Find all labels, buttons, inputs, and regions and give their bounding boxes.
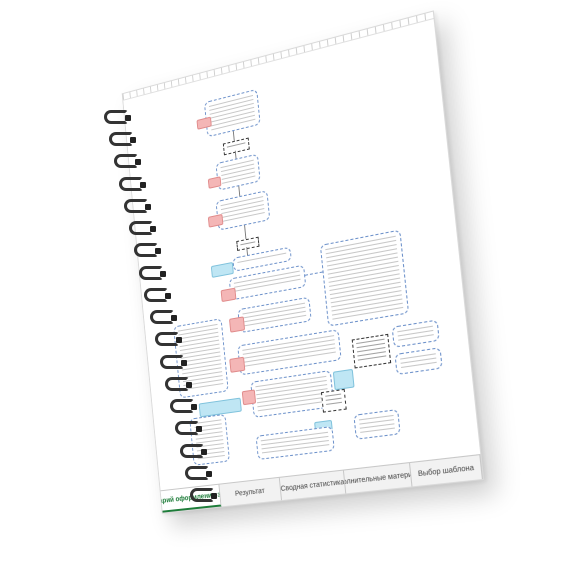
spiral-ring bbox=[119, 176, 147, 191]
column-ruler bbox=[122, 11, 434, 101]
spiral-ring bbox=[124, 198, 152, 213]
red-tag bbox=[229, 356, 246, 373]
decision-box bbox=[320, 388, 347, 413]
decision-box bbox=[236, 236, 260, 251]
connector-line bbox=[305, 271, 323, 276]
process-box bbox=[215, 190, 271, 231]
spiral-ring bbox=[134, 243, 162, 258]
spiral-ring bbox=[114, 154, 142, 169]
process-box bbox=[353, 408, 401, 440]
connector-line bbox=[232, 130, 235, 142]
spiral-ring bbox=[154, 332, 182, 347]
spiral-ring bbox=[179, 443, 207, 458]
notes-panel bbox=[319, 229, 410, 327]
spiral-ring bbox=[164, 376, 192, 391]
spiral-ring bbox=[190, 488, 217, 502]
spiral-ring bbox=[139, 265, 167, 280]
process-box bbox=[237, 296, 312, 334]
spiral-ring bbox=[184, 465, 212, 480]
spiral-ring bbox=[174, 421, 202, 436]
sheet-tab[interactable]: Дополнительные материалы bbox=[343, 463, 413, 494]
red-tag bbox=[220, 287, 237, 303]
wide-process-box bbox=[237, 329, 342, 376]
blue-tag bbox=[332, 368, 355, 391]
spiral-notebook: Сценарий оформления заказа Результат Сво… bbox=[121, 10, 485, 514]
spiral-ring bbox=[109, 132, 137, 147]
decision-box bbox=[351, 333, 392, 369]
spiral-ring bbox=[144, 287, 172, 302]
sheet-tab[interactable]: Сводная статистика bbox=[279, 470, 347, 501]
red-tag bbox=[228, 316, 246, 333]
spiral-ring bbox=[149, 310, 177, 325]
decision-box bbox=[222, 137, 250, 156]
spiral-ring bbox=[169, 399, 197, 414]
blue-tag bbox=[210, 261, 234, 278]
spiral-ring bbox=[129, 221, 157, 236]
connector-line bbox=[244, 225, 247, 240]
process-box bbox=[255, 426, 335, 460]
flowchart-page: Сценарий оформления заказа Результат Сво… bbox=[121, 10, 485, 514]
sheet-tab[interactable]: Выбор шаблона bbox=[410, 455, 483, 487]
spiral-ring bbox=[104, 110, 131, 124]
process-box bbox=[391, 319, 440, 348]
process-box bbox=[203, 88, 261, 138]
sheet-tab[interactable]: Результат bbox=[218, 477, 283, 507]
process-box bbox=[394, 347, 443, 376]
red-tag bbox=[241, 389, 257, 406]
spiral-ring bbox=[159, 354, 187, 369]
connector-line bbox=[238, 186, 241, 197]
